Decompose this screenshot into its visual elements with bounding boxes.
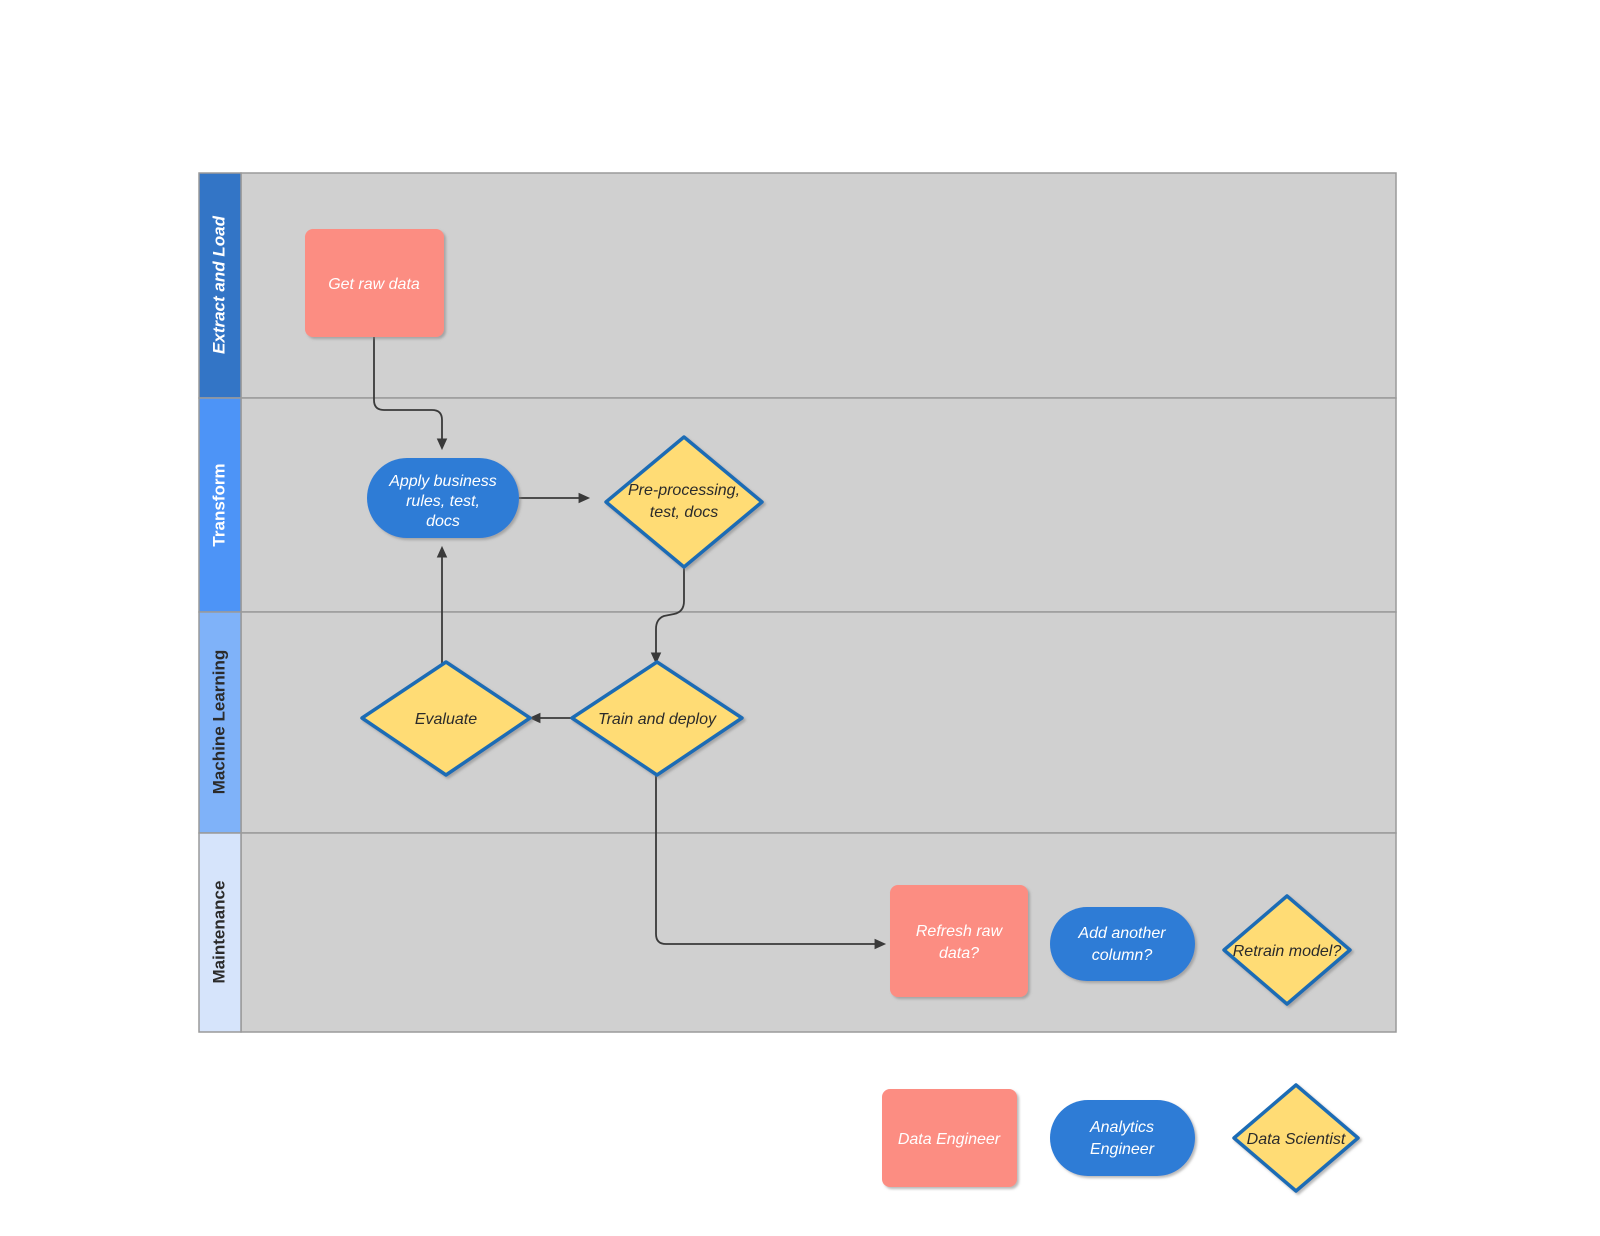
lane-body-maintenance bbox=[240, 832, 1397, 1033]
lane-header-bg-transform bbox=[198, 397, 242, 613]
lane-header-maintenance[interactable]: Maintenance bbox=[198, 832, 242, 1033]
node-apply-business-rules[interactable]: Apply business rules, test, docs bbox=[367, 458, 519, 538]
node-shape-retrain-model bbox=[1222, 894, 1352, 1006]
node-label-apply-business-rules-line2: rules, test, bbox=[406, 493, 480, 510]
lane-header-extract-and-load[interactable]: Extract and Load bbox=[198, 172, 242, 399]
lane-header-transform[interactable]: Transform bbox=[198, 397, 242, 613]
node-shape-train-and-deploy bbox=[570, 660, 744, 777]
lane-header-label-machine-learning: Machine Learning bbox=[209, 650, 228, 795]
connector-get-raw-data-to-apply-business-rules bbox=[373, 337, 448, 451]
connectors bbox=[373, 337, 887, 950]
node-pre-processing[interactable]: Pre-processing, test, docs bbox=[604, 435, 764, 569]
node-train-and-deploy[interactable]: Train and deploy bbox=[570, 660, 744, 777]
legend-item-data-scientist[interactable]: Data Scientist bbox=[1232, 1083, 1360, 1193]
node-label-train-and-deploy: Train and deploy bbox=[598, 711, 717, 728]
lane-header-label-maintenance: Maintenance bbox=[209, 881, 228, 984]
node-label-add-another-column-line2: column? bbox=[1092, 947, 1153, 964]
node-refresh-raw-data[interactable]: Refresh raw data? bbox=[890, 885, 1028, 997]
node-get-raw-data[interactable]: Get raw data bbox=[305, 229, 444, 337]
node-shape-refresh-raw-data bbox=[890, 885, 1028, 997]
node-shape-pre-processing bbox=[604, 435, 764, 569]
connector-pre-processing-to-train-and-deploy bbox=[650, 566, 685, 665]
node-evaluate[interactable]: Evaluate bbox=[360, 660, 532, 777]
nodes: Get raw data Apply business rules, test,… bbox=[305, 229, 1352, 1006]
node-label-apply-business-rules-line3: docs bbox=[426, 513, 460, 530]
legend-shape-analytics-engineer bbox=[1050, 1100, 1195, 1176]
node-label-pre-processing-line1: Pre-processing, bbox=[628, 482, 740, 499]
lane-header-bg-maintenance bbox=[198, 832, 242, 1033]
lane-header-machine-learning[interactable]: Machine Learning bbox=[198, 611, 242, 834]
legend-label-data-engineer: Data Engineer bbox=[898, 1131, 1001, 1148]
lane-bodies bbox=[240, 172, 1397, 1033]
legend-shape-data-engineer bbox=[882, 1089, 1017, 1187]
node-label-get-raw-data: Get raw data bbox=[328, 276, 420, 293]
lane-headers: Extract and Load Transform Machine Learn… bbox=[198, 172, 242, 1033]
node-shape-get-raw-data bbox=[305, 229, 444, 337]
legend-item-analytics-engineer[interactable]: Analytics Engineer bbox=[1050, 1100, 1195, 1176]
legend-shape-data-scientist bbox=[1232, 1083, 1360, 1193]
legend: Data Engineer Analytics Engineer Data Sc… bbox=[882, 1083, 1360, 1193]
legend-label-analytics-engineer-line2: Engineer bbox=[1090, 1141, 1155, 1158]
connector-train-and-deploy-to-refresh-raw-data bbox=[655, 775, 887, 950]
node-label-refresh-raw-data-line1: Refresh raw bbox=[916, 923, 1004, 940]
legend-item-data-engineer[interactable]: Data Engineer bbox=[882, 1089, 1017, 1187]
node-label-apply-business-rules-line1: Apply business bbox=[388, 473, 497, 490]
node-label-pre-processing-line2: test, docs bbox=[650, 504, 718, 521]
node-label-evaluate: Evaluate bbox=[415, 711, 477, 728]
legend-label-data-scientist: Data Scientist bbox=[1247, 1131, 1346, 1148]
node-label-retrain-model: Retrain model? bbox=[1233, 943, 1342, 960]
node-shape-apply-business-rules bbox=[367, 458, 519, 538]
lane-header-label-transform: Transform bbox=[209, 463, 228, 546]
node-retrain-model[interactable]: Retrain model? bbox=[1222, 894, 1352, 1006]
lane-header-label-extract-and-load: Extract and Load bbox=[209, 215, 228, 354]
node-shape-evaluate bbox=[360, 660, 532, 777]
node-label-add-another-column-line1: Add another bbox=[1077, 925, 1166, 942]
legend-label-analytics-engineer-line1: Analytics bbox=[1089, 1119, 1154, 1136]
node-add-another-column[interactable]: Add another column? bbox=[1050, 907, 1195, 981]
node-label-refresh-raw-data-line2: data? bbox=[939, 945, 979, 962]
node-shape-add-another-column bbox=[1050, 907, 1195, 981]
